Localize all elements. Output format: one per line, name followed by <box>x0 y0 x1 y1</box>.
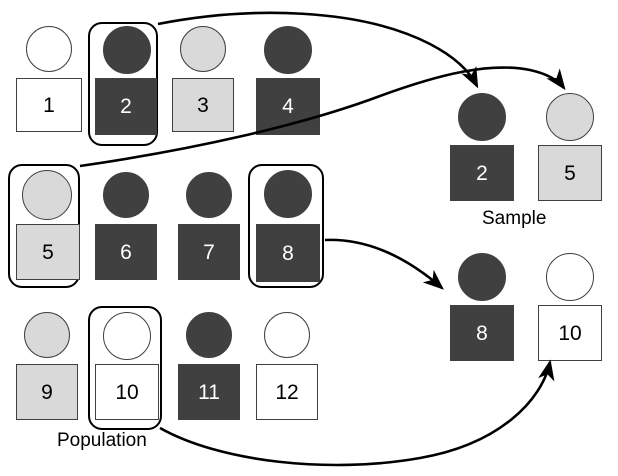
token-head-circle <box>24 312 70 358</box>
population-token-6[interactable]: 6 <box>95 170 161 280</box>
token-body-square: 6 <box>95 224 157 280</box>
token-body-square: 10 <box>538 305 602 361</box>
token-body-square: 12 <box>256 364 318 420</box>
population-token-4[interactable]: 4 <box>256 26 322 135</box>
arrow-8-to-sample-8 <box>324 238 444 290</box>
population-label: Population <box>57 430 147 451</box>
population-token-10[interactable]: 10 <box>95 312 161 420</box>
sample-label: Sample <box>482 208 547 229</box>
token-body-square: 8 <box>450 305 514 361</box>
population-token-9[interactable]: 9 <box>16 312 82 420</box>
token-body-square: 10 <box>95 364 159 420</box>
token-body-square: 7 <box>178 224 240 280</box>
sample-token-2[interactable]: 2 <box>450 93 516 201</box>
sample-token-5[interactable]: 5 <box>538 93 604 201</box>
token-head-circle <box>458 93 506 141</box>
population-token-1[interactable]: 1 <box>16 26 82 132</box>
population-token-5[interactable]: 5 <box>16 170 82 280</box>
token-body-square: 5 <box>538 145 602 201</box>
token-head-circle <box>26 26 72 72</box>
population-token-12[interactable]: 12 <box>256 312 322 420</box>
token-head-circle <box>103 172 149 218</box>
token-head-circle <box>22 170 72 220</box>
token-head-circle <box>264 312 310 358</box>
token-head-circle <box>103 312 151 360</box>
token-head-circle <box>546 253 594 301</box>
token-body-square: 1 <box>16 78 82 132</box>
population-token-2[interactable]: 2 <box>95 26 161 135</box>
token-body-square: 2 <box>95 78 157 135</box>
token-body-square: 5 <box>16 224 80 280</box>
population-token-7[interactable]: 7 <box>178 170 244 280</box>
population-token-8[interactable]: 8 <box>256 170 322 282</box>
token-body-square: 8 <box>256 224 320 282</box>
population-token-3[interactable]: 3 <box>172 26 238 132</box>
token-head-circle <box>180 26 226 72</box>
token-head-circle <box>103 26 151 74</box>
token-body-square: 9 <box>16 364 78 420</box>
token-body-square: 2 <box>450 145 514 201</box>
token-head-circle <box>186 172 232 218</box>
token-head-circle <box>458 253 506 301</box>
token-head-circle <box>186 312 232 358</box>
population-token-11[interactable]: 11 <box>178 312 244 420</box>
token-head-circle <box>264 170 312 218</box>
token-body-square: 4 <box>256 78 320 135</box>
token-head-circle <box>264 26 312 74</box>
sample-token-10[interactable]: 10 <box>538 253 604 361</box>
sample-token-8[interactable]: 8 <box>450 253 516 361</box>
token-body-square: 11 <box>178 364 240 420</box>
token-head-circle <box>546 93 594 141</box>
token-body-square: 3 <box>172 78 234 132</box>
